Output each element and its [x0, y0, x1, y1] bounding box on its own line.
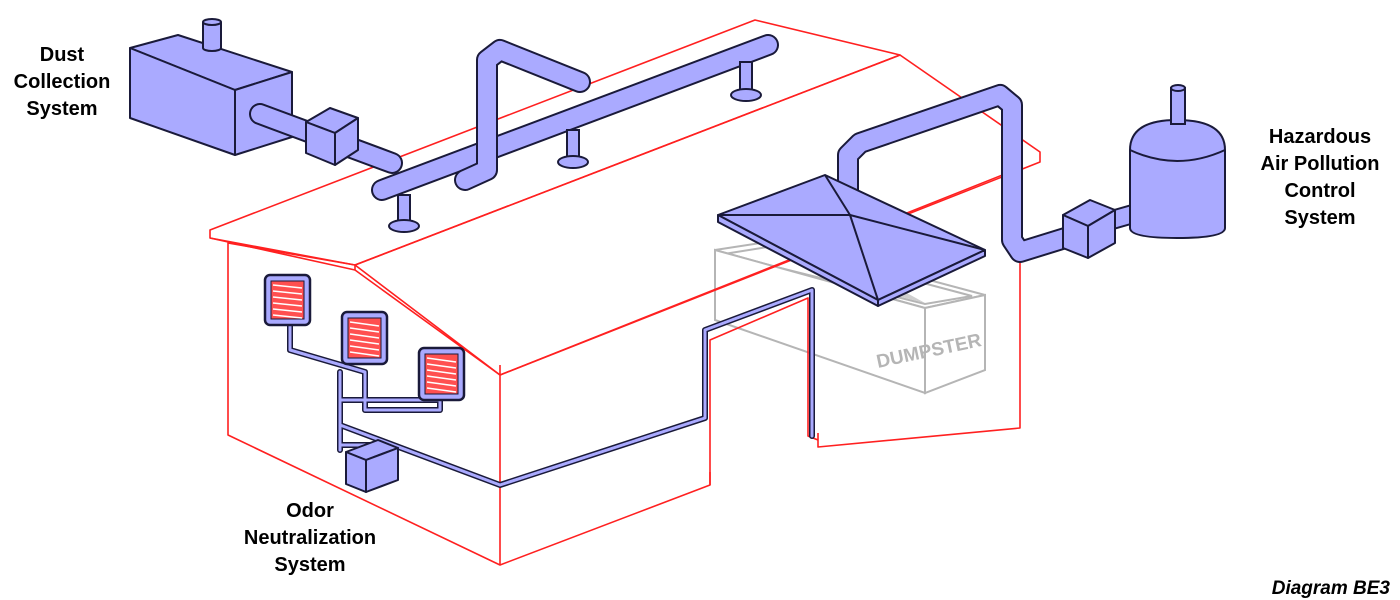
hap-label-line-3: Control	[1284, 180, 1356, 202]
odor-vents	[263, 273, 466, 402]
hap-label-line-4: System	[1284, 207, 1356, 229]
hap-label-line-2: Air Pollution	[1260, 153, 1380, 175]
dust-blower	[305, 107, 359, 166]
hap-label-line-1: Hazardous	[1268, 126, 1372, 148]
vent-1	[263, 273, 312, 327]
dust-drop-hoods	[388, 61, 762, 233]
dust-header-pipe	[371, 34, 779, 201]
vent-3	[417, 346, 466, 402]
odor-unit	[345, 439, 399, 493]
dust-label-line-1: Dust	[39, 44, 85, 66]
dust-label-line-3: System	[26, 98, 98, 120]
vent-2	[340, 310, 389, 366]
odor-tubing	[287, 287, 815, 488]
hazardous-air-label: Hazardous Air Pollution Control System	[1240, 124, 1400, 232]
dust-label-line-2: Collection	[13, 71, 111, 93]
diagram-caption: Diagram BE3	[1271, 578, 1390, 599]
dust-collection-unit	[129, 18, 293, 156]
odor-label-line-2: Neutralization	[243, 527, 377, 549]
odor-neutralization-label: Odor Neutralization System	[222, 498, 398, 579]
odor-label-line-1: Odor	[286, 500, 334, 522]
hap-blower	[1062, 199, 1116, 259]
dumpster-hood	[717, 174, 986, 307]
hap-vessel	[1129, 84, 1226, 240]
odor-label-line-3: System	[274, 554, 346, 576]
dust-collection-label: Dust Collection System	[2, 42, 122, 123]
